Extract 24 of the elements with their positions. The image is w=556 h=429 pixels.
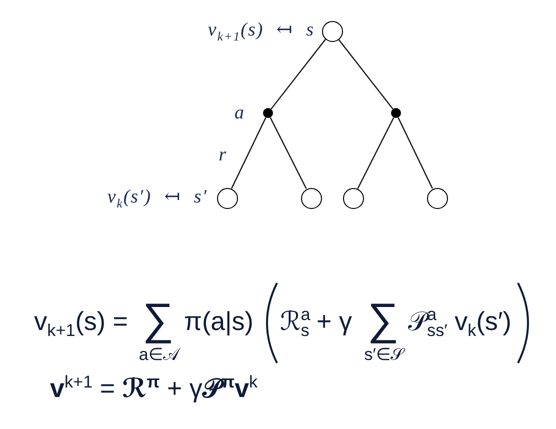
equation-text: π(a|s) xyxy=(184,307,254,336)
summation-sign: ∑ xyxy=(142,296,174,344)
equation-text: v$_{k+1}$(s) = xyxy=(34,307,128,336)
state-node xyxy=(322,20,342,42)
tree-edge xyxy=(270,117,307,189)
tree-edge xyxy=(398,117,433,189)
equation-text: v$^{k+1}$ = ℛ$^{π}$ + γ𝒫$^{π}$v$^{k}$ xyxy=(50,374,258,403)
node-label: v$_{k}$(s′) ↤ s′ xyxy=(107,188,208,208)
summation-limit: a∈𝒜 xyxy=(138,346,180,365)
state-node xyxy=(216,188,238,208)
tree-edge xyxy=(338,38,394,110)
state-node xyxy=(300,188,322,208)
equation-text: ℛ$^{a}$$_{s}$ + γ xyxy=(280,307,352,336)
action-node xyxy=(391,108,401,118)
state-node xyxy=(342,188,364,208)
summation-sign: ∑ xyxy=(367,296,399,344)
tree-edge xyxy=(357,117,394,189)
tree-edge xyxy=(270,38,326,110)
summation-limit: s′∈𝒮 xyxy=(364,346,404,365)
node-label: a xyxy=(234,104,245,124)
action-node xyxy=(263,108,273,118)
node-label: v$_{k+1}$(s) ↤ s xyxy=(208,20,314,42)
state-node xyxy=(426,188,448,208)
tree-edge xyxy=(231,117,266,189)
